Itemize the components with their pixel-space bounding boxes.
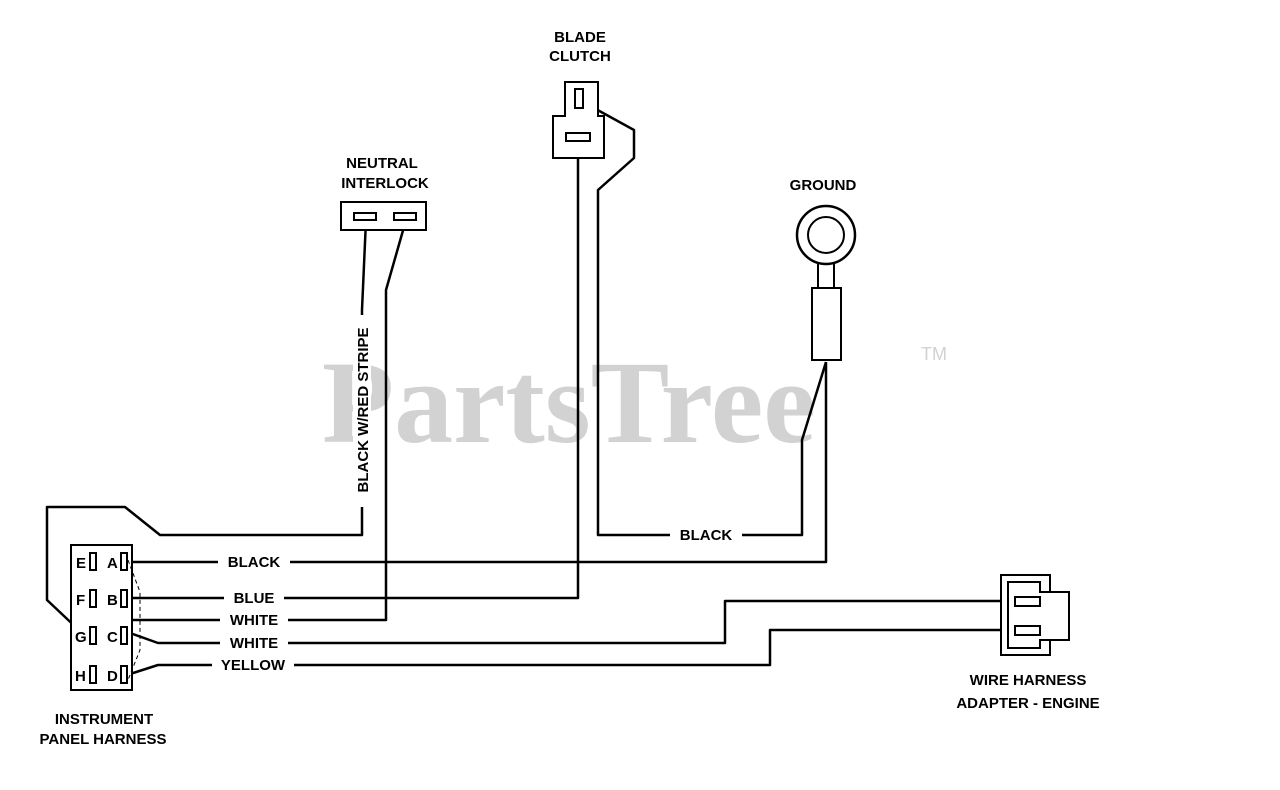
wire-label-black-clutch: BLACK [680,527,733,544]
wire-harness-adapter-label-2: ADAPTER - ENGINE [956,695,1099,712]
neutral-interlock-connector [340,201,427,231]
neutral-interlock-label-2: INTERLOCK [341,175,429,192]
instrument-panel-harness-label-1: INSTRUMENT [55,711,153,728]
wire-yellow [129,628,1015,676]
wire-harness-adapter-label-1: WIRE HARNESS [970,672,1087,689]
wire-black-a [130,362,828,564]
pin-h: H [75,668,86,685]
wire-label-black-red-stripe: BLACK W/RED STRIPE [355,328,372,493]
instrument-panel-harness [70,544,141,691]
ground-terminal [795,204,857,361]
blade-clutch-connector [552,81,605,159]
wire-black-clutch [582,100,828,537]
pin-d: D [107,668,118,685]
pin-g: G [75,629,87,646]
ground-label: GROUND [790,177,857,194]
wire-label-blue: BLUE [234,590,275,607]
blade-clutch-label-2: CLUTCH [549,48,611,65]
pin-f: F [76,592,85,609]
wire-label-black-a: BLACK [228,554,281,571]
watermark: PartsTree [322,337,816,468]
watermark-trademark: TM [921,344,947,364]
pin-e: E [76,555,86,572]
wire-label-yellow: YELLOW [221,657,286,674]
neutral-interlock-label-1: NEUTRAL [346,155,418,172]
wire-harness-adapter-connector [1000,574,1070,656]
pin-a: A [107,555,118,572]
pin-b: B [107,592,118,609]
wire-white-adapter [129,599,1015,645]
wires [45,100,1015,676]
wire-label-white-1: WHITE [230,612,278,629]
wire-label-white-2: WHITE [230,635,278,652]
instrument-panel-harness-label-2: PANEL HARNESS [40,731,167,748]
pin-c: C [107,629,118,646]
blade-clutch-label-1: BLADE [554,29,606,46]
